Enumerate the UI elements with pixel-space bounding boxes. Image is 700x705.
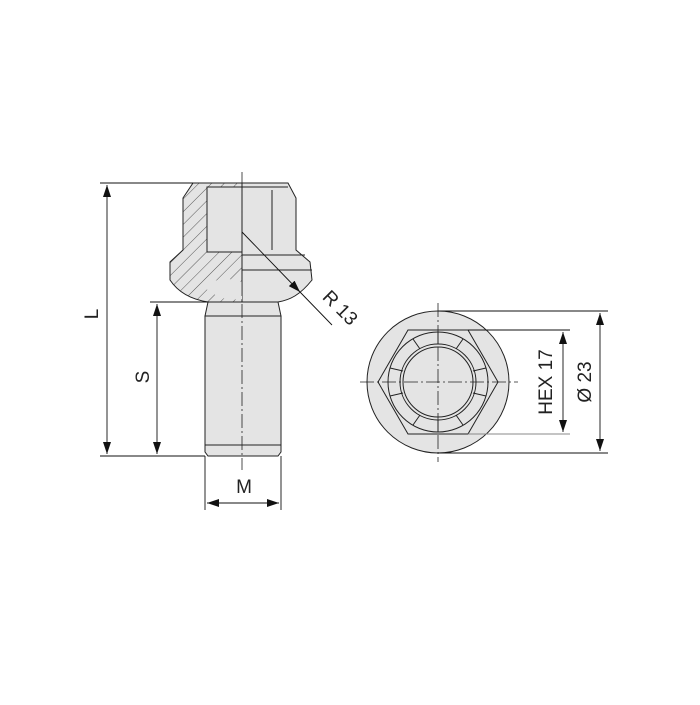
end-view <box>360 303 518 462</box>
radius-leader <box>241 231 301 293</box>
thread-length-label: S <box>133 371 154 384</box>
hex-label: HEX 17 <box>536 349 557 414</box>
dimensions <box>100 182 333 510</box>
radius-label: R 13 <box>318 287 361 330</box>
threaded-shank <box>204 315 282 457</box>
end-dimensions <box>438 310 608 454</box>
head-right <box>241 182 313 303</box>
neck <box>204 301 282 317</box>
side-view <box>169 172 313 470</box>
diameter-label: Ø 23 <box>575 361 596 402</box>
length-label: L <box>82 309 103 320</box>
thread-size-label: M <box>236 477 252 498</box>
